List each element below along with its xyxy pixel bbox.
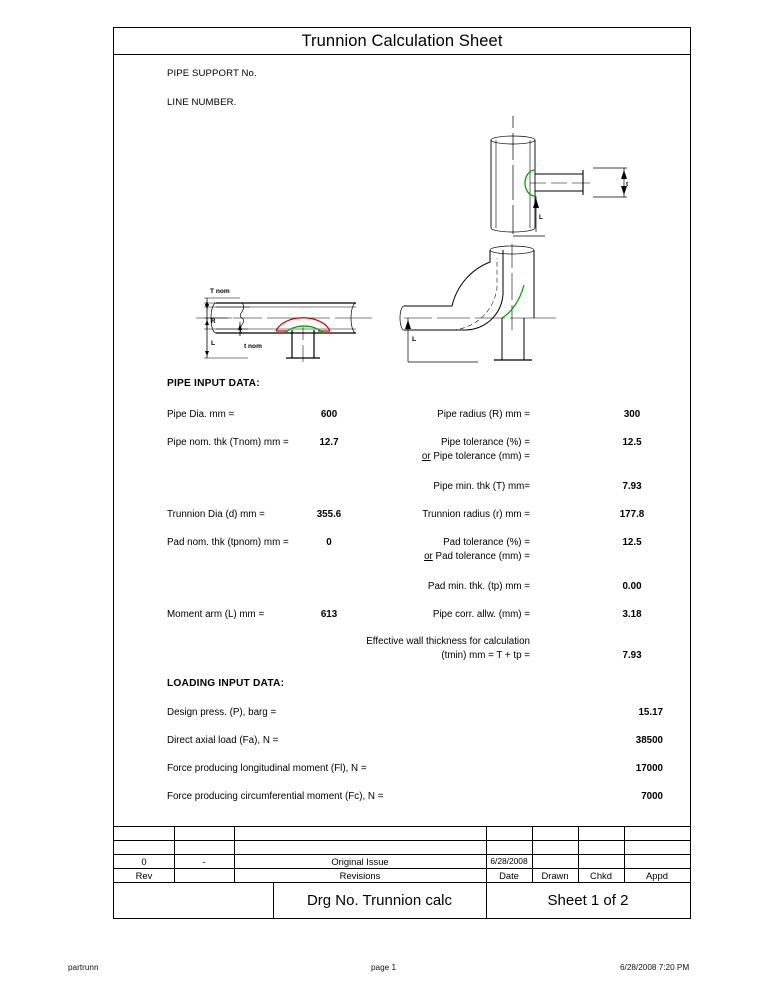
rev-header-chkd: Chkd: [590, 869, 612, 881]
rev-rule-3: [114, 868, 690, 869]
trunnion-radius-label: Trunnion radius (r) mm =: [422, 509, 530, 520]
rev-header-desc: Revisions: [339, 869, 381, 881]
rev-r1-date[interactable]: [486, 840, 532, 854]
rev-header-rev: Rev: [135, 869, 153, 881]
pipe-dia-label: Pipe Dia. mm =: [167, 409, 235, 420]
rev-rule-4: [114, 882, 690, 883]
rev-r2-date[interactable]: 6/28/2008: [490, 856, 528, 866]
design-press-value[interactable]: 15.17: [638, 707, 663, 718]
rev-r0-date[interactable]: [486, 826, 532, 840]
pipe-dia-value[interactable]: 600: [320, 409, 338, 420]
rev-col-rule-5: [578, 826, 579, 882]
design-press-label: Design press. (P), barg =: [167, 707, 277, 718]
direct-axial-load-label: Direct axial load (Fa), N =: [167, 735, 279, 746]
rev-r2-rev[interactable]: 0: [141, 855, 147, 867]
rev-header-by: [174, 868, 234, 882]
direct-axial-load-value[interactable]: 38500: [635, 735, 663, 746]
pad-tolerance-pct-value[interactable]: 12.5: [622, 537, 642, 548]
rev-header-drawn: Drawn: [541, 869, 569, 881]
circumferential-moment-force-label: Force producing circumferential moment (…: [167, 791, 384, 802]
rev-r0-rev[interactable]: [114, 826, 174, 840]
rev-r0-desc[interactable]: [234, 826, 486, 840]
rev-rule-top: [114, 826, 690, 827]
sheet-title-bar: Trunnion Calculation Sheet: [114, 28, 690, 55]
longitudinal-moment-force-label: Force producing longitudinal moment (Fl)…: [167, 763, 367, 774]
pipe-radius-value: 300: [623, 409, 641, 420]
sheet-number: Sheet 1 of 2: [547, 891, 629, 909]
page-title: Trunnion Calculation Sheet: [301, 31, 503, 50]
rev-col-rule-4: [532, 826, 533, 882]
effective-thk-value: 7.93: [622, 650, 642, 661]
pipe-tolerance-mm-text: Pipe tolerance (mm) =: [433, 451, 530, 462]
moment-arm-label: Moment arm (L) mm =: [167, 609, 265, 620]
rev-r1-desc[interactable]: [234, 840, 486, 854]
trunnion-dia-value[interactable]: 355.6: [316, 509, 342, 520]
footer-page-number: page 1: [371, 963, 397, 972]
pad-min-thk-label: Pad min. thk. (tp) mm =: [427, 581, 530, 592]
pipe-input-heading: PIPE INPUT DATA:: [167, 378, 260, 389]
rev-r1-rev[interactable]: [114, 840, 174, 854]
rev-col-rule-1: [174, 826, 175, 882]
rev-col-rule-6: [624, 826, 625, 882]
pad-tolerance-mm-text: Pad tolerance (mm) =: [435, 551, 530, 562]
pipe-tolerance-pct-label: Pipe tolerance (%) =: [440, 437, 530, 448]
pipe-corr-allw-value[interactable]: 3.18: [622, 609, 642, 620]
effective-thk-line2: (tmin) mm = T + tp =: [441, 650, 530, 661]
rev-col-rule-3: [486, 826, 487, 882]
pad-nom-thk-label: Pad nom. thk (tpnom) mm =: [167, 537, 289, 548]
rev-r0-by[interactable]: [174, 826, 234, 840]
pad-nom-thk-value[interactable]: 0: [326, 537, 332, 548]
footer-filename: partrunn: [68, 963, 99, 972]
pipe-nom-thk-label: Pipe nom. thk (Tnom) mm =: [167, 437, 289, 448]
pipe-tolerance-pct-value[interactable]: 12.5: [622, 437, 642, 448]
rev-r2-by[interactable]: -: [202, 855, 206, 867]
title-col-rule-2: [486, 882, 487, 918]
pipe-radius-label: Pipe radius (R) mm =: [437, 409, 530, 420]
pipe-support-no-label: PIPE SUPPORT No.: [167, 68, 257, 79]
trunnion-radius-value: 177.8: [619, 509, 645, 520]
line-number-label: LINE NUMBER.: [167, 97, 237, 108]
title-col-rule-1: [273, 882, 274, 918]
pad-tolerance-pct-label: Pad tolerance (%) =: [443, 537, 530, 548]
pipe-min-thk-label: Pipe min. thk (T) mm=: [433, 481, 530, 492]
loading-input-heading: LOADING INPUT DATA:: [167, 678, 285, 689]
rev-rule-2: [114, 854, 690, 855]
moment-arm-value[interactable]: 613: [320, 609, 338, 620]
pipe-corr-allw-label: Pipe corr. allw. (mm) =: [432, 609, 530, 620]
pipe-nom-thk-value[interactable]: 12.7: [319, 437, 339, 448]
revision-title-block: 0 - Original Issue 6/28/2008 Rev Revisio…: [114, 826, 690, 918]
rev-col-rule-2: [234, 826, 235, 882]
pad-min-thk-value: 0.00: [622, 581, 642, 592]
circumferential-moment-force-value[interactable]: 7000: [641, 791, 663, 802]
rev-r1-by[interactable]: [174, 840, 234, 854]
rev-header-date: Date: [499, 869, 519, 881]
footer-timestamp: 6/28/2008 7:20 PM: [620, 963, 690, 972]
trunnion-dia-label: Trunnion Dia (d) mm =: [167, 509, 265, 520]
rev-r2-desc[interactable]: Original Issue: [331, 855, 389, 867]
rev-header-appd: Appd: [646, 869, 668, 881]
title-block-left: [114, 882, 273, 918]
effective-thk-line1: Effective wall thickness for calculation: [366, 636, 530, 647]
rev-rule-1: [114, 840, 690, 841]
pipe-min-thk-value: 7.93: [622, 481, 642, 492]
pipe-tolerance-mm-label: or Pipe tolerance (mm) =: [422, 451, 530, 462]
or-prefix-pad: or: [424, 551, 433, 562]
pad-tolerance-mm-label: or Pad tolerance (mm) =: [424, 551, 530, 562]
longitudinal-moment-force-value[interactable]: 17000: [635, 763, 663, 774]
or-prefix-pipe: or: [421, 451, 431, 462]
drawing-frame: Trunnion Calculation Sheet PIPE SUPPORT …: [113, 27, 691, 919]
drawing-number: Drg No. Trunnion calc: [306, 891, 453, 909]
